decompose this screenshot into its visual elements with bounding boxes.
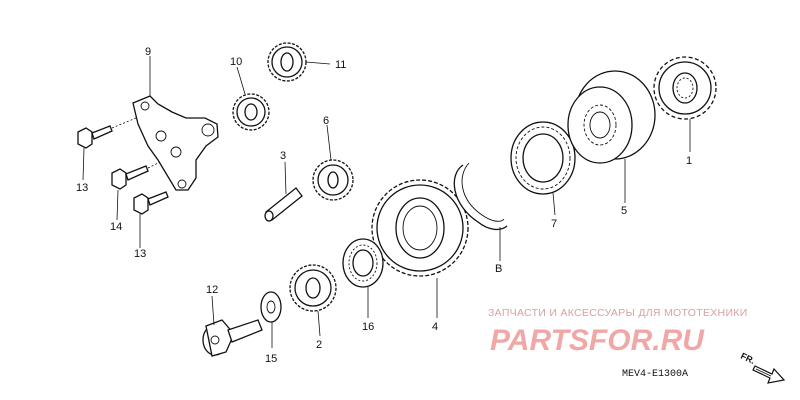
part-14-bolt — [111, 161, 161, 190]
part-2-gear — [289, 264, 337, 312]
callout-5: 5 — [621, 205, 627, 217]
part-13-bolt-upper — [77, 117, 137, 149]
part-4-driven-gear — [371, 179, 469, 277]
part-7-one-way-clutch — [510, 121, 576, 195]
callout-10: 10 — [230, 56, 242, 68]
callout-15: 15 — [265, 353, 277, 365]
callout-4: 4 — [432, 321, 438, 333]
callout-13-lower: 13 — [134, 248, 146, 260]
callout-3: 3 — [280, 150, 286, 162]
part-3-shaft — [264, 187, 303, 222]
part-13-bolt-lower — [133, 191, 169, 215]
callout-9: 9 — [145, 46, 151, 58]
diagram-code: MEV4-E1300A — [622, 369, 688, 380]
part-6-gear — [312, 159, 354, 201]
part-16-needle-bearing — [342, 238, 384, 288]
part-9-bracket — [132, 95, 219, 191]
part-12-flange-bolt — [202, 319, 263, 357]
callout-13-upper: 13 — [76, 182, 88, 194]
callout-16: 16 — [362, 321, 374, 333]
callout-14: 14 — [110, 221, 122, 233]
watermark-tagline: ЗАПЧАСТИ И АКСЕССУАРЫ ДЛЯ МОТОТЕХНИКИ — [488, 307, 748, 319]
callout-6: 6 — [323, 115, 329, 127]
callout-2: 2 — [316, 339, 322, 351]
part-5-clutch-outer — [567, 70, 656, 164]
part-15-washer — [260, 291, 282, 323]
part-1-sprocket — [653, 56, 717, 120]
direction-label: FR. — [739, 351, 756, 366]
callout-7: 7 — [551, 218, 557, 230]
part-b-retaining-ring — [453, 162, 508, 231]
callout-b: B — [495, 263, 502, 275]
part-10-gear — [232, 93, 270, 131]
front-direction-arrow: FR. — [739, 351, 786, 384]
callout-1: 1 — [686, 155, 692, 167]
leader-lines — [82, 56, 691, 348]
callout-12: 12 — [206, 284, 218, 296]
watermark-logo: PARTSFOR.RU — [490, 324, 705, 357]
callout-11: 11 — [335, 59, 346, 71]
part-11-gear — [267, 42, 307, 82]
